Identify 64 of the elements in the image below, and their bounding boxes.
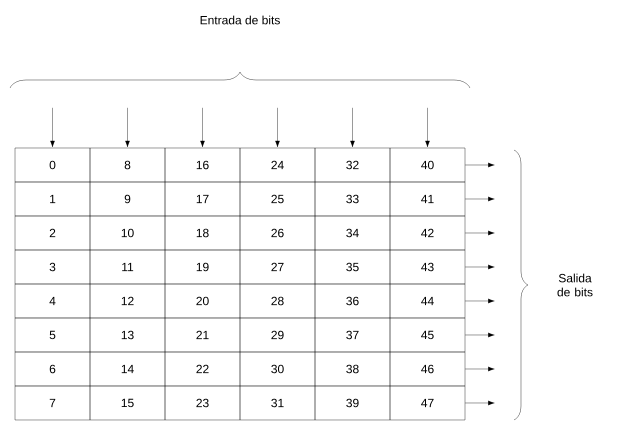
arrow [465,264,495,270]
table-cell: 23 [164,386,240,420]
table-cell: 0 [14,148,90,182]
table-cell: 24 [240,148,316,182]
arrow [465,400,495,406]
table-cell: 20 [164,284,240,318]
table-cell: 10 [90,216,166,250]
table-cell: 15 [90,386,166,420]
label: Entrada de bits [200,16,280,24]
table-cell: 36 [314,284,390,318]
table-cell: 13 [90,318,166,352]
table-cell: 21 [164,318,240,352]
table-cell: 45 [390,318,466,352]
table-cell: 43 [390,250,466,284]
table-cell: 41 [390,182,466,216]
table-cell: 32 [314,148,390,182]
arrow [465,230,495,236]
arrow [275,108,280,148]
table-cell: 9 [90,182,166,216]
table-cell: 29 [240,318,316,352]
table-cell: 6 [14,352,90,386]
arrow [465,162,495,168]
table-cell: 33 [314,182,390,216]
table-cell: 2 [14,216,90,250]
table-cell: 8 [90,148,166,182]
table-cell: 17 [164,182,240,216]
label: Salida de bits [558,274,593,296]
arrow [200,108,205,148]
arrow [125,108,130,148]
table-cell: 28 [240,284,316,318]
table-cell: 37 [314,318,390,352]
table-cell: 11 [90,250,166,284]
table-cell: 31 [240,386,316,420]
arrow [465,196,495,202]
arrow [465,298,495,304]
table-cell: 39 [314,386,390,420]
table-cell: 4 [14,284,90,318]
table-cell: 27 [240,250,316,284]
table-cell: 35 [314,250,390,284]
table-cell: 7 [14,386,90,420]
table-cell: 46 [390,352,466,386]
table-cell: 26 [240,216,316,250]
table-cell: 42 [390,216,466,250]
table-cell: 1 [14,182,90,216]
arrow [50,108,55,148]
arrow [425,108,430,148]
table-cell: 22 [164,352,240,386]
table-cell: 18 [164,216,240,250]
table-cell: 40 [390,148,466,182]
table-cell: 44 [390,284,466,318]
table-cell: 16 [164,148,240,182]
table-cell: 3 [14,250,90,284]
table-cell: 14 [90,352,166,386]
table-cell: 38 [314,352,390,386]
arrow [465,366,495,372]
table-cell: 12 [90,284,166,318]
table-cell: 25 [240,182,316,216]
table-cell: 19 [164,250,240,284]
table-cell: 34 [314,216,390,250]
arrow [465,332,495,338]
arrow [350,108,355,148]
table-cell: 5 [14,318,90,352]
table-cell: 47 [390,386,466,420]
table-cell: 30 [240,352,316,386]
